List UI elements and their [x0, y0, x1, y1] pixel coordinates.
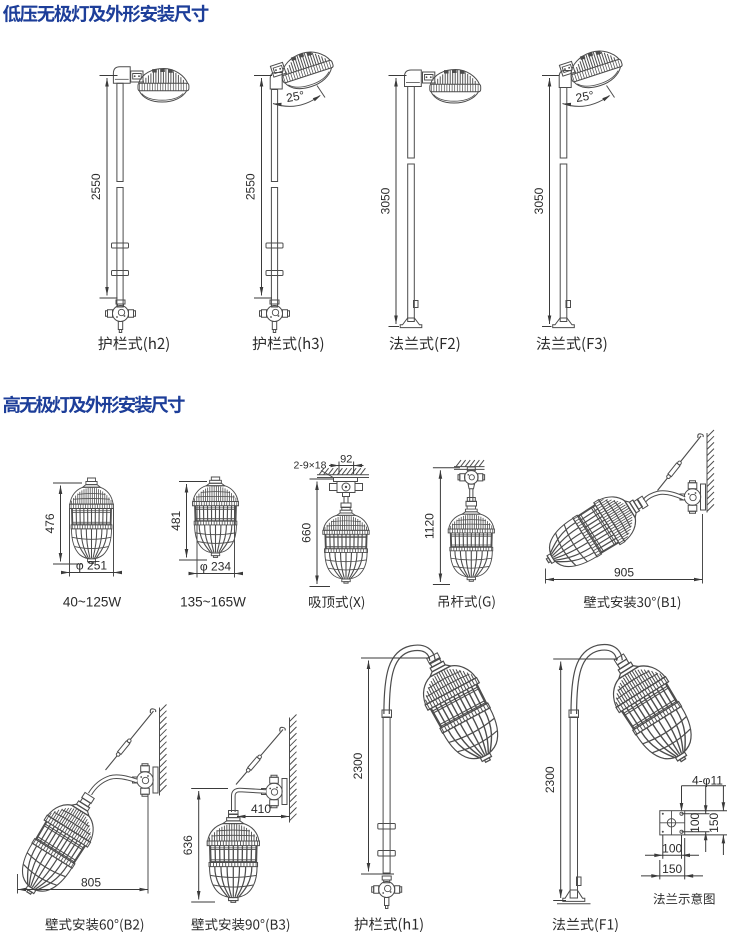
svg-text:2550: 2550 [89, 173, 103, 200]
svg-text:92: 92 [340, 454, 352, 466]
svg-text:2550: 2550 [244, 173, 258, 200]
svg-text:660: 660 [299, 522, 313, 542]
svg-text:100: 100 [688, 812, 702, 832]
svg-text:135~165W: 135~165W [180, 595, 246, 610]
svg-text:2300: 2300 [351, 752, 365, 779]
svg-text:636: 636 [181, 835, 195, 855]
svg-text:100: 100 [662, 841, 682, 855]
svg-text:φ 234: φ 234 [200, 560, 231, 574]
svg-text:φ 251: φ 251 [76, 559, 107, 573]
svg-text:410: 410 [251, 802, 271, 816]
svg-text:905: 905 [614, 566, 634, 580]
svg-text:150: 150 [707, 812, 721, 832]
svg-text:4-φ11: 4-φ11 [692, 774, 723, 788]
svg-text:25°: 25° [285, 88, 306, 105]
svg-text:481: 481 [169, 510, 183, 530]
svg-text:3050: 3050 [532, 187, 546, 214]
svg-text:1120: 1120 [423, 513, 437, 539]
svg-text:150: 150 [662, 862, 682, 876]
svg-text:476: 476 [43, 513, 57, 533]
svg-text:25°: 25° [575, 88, 596, 105]
svg-text:3050: 3050 [378, 187, 392, 214]
svg-text:805: 805 [81, 876, 101, 890]
svg-text:40~125W: 40~125W [63, 595, 121, 610]
svg-text:2300: 2300 [543, 766, 557, 793]
svg-text:2-9×18: 2-9×18 [294, 460, 327, 472]
